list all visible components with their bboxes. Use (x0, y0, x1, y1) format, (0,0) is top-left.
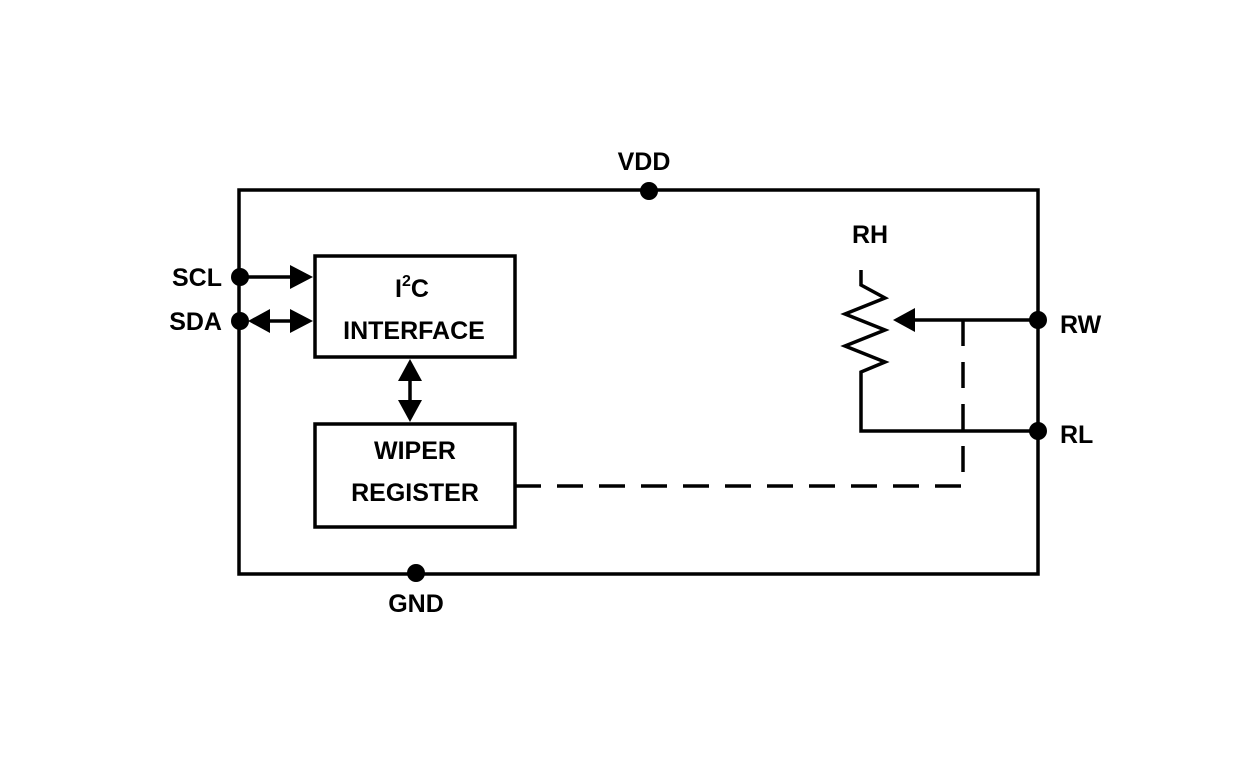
scl-label: SCL (172, 264, 222, 292)
chip-outline (237, 188, 1040, 576)
wiper-subtitle: REGISTER (351, 479, 479, 507)
wiper-arrowhead (893, 308, 915, 332)
vdd-label: VDD (618, 148, 671, 176)
sda-arrowhead-left (248, 309, 270, 333)
wiper-control-dashed-line (515, 320, 965, 488)
i2c-subtitle: INTERFACE (343, 317, 485, 345)
gnd-label: GND (388, 590, 444, 618)
i2c-title-suffix: C (411, 275, 429, 303)
gnd-pin-dot (407, 564, 425, 582)
vdd-pin-dot (640, 182, 658, 200)
wiper-register-block (313, 422, 517, 529)
rl-pin-dot (1029, 422, 1047, 440)
rw-pin-dot (1029, 311, 1047, 329)
sda-pin-dot (231, 312, 249, 330)
sda-label: SDA (169, 308, 222, 336)
rh-label: RH (852, 221, 888, 249)
i2c-title: I2C (395, 273, 429, 303)
rl-label: RL (1060, 421, 1093, 449)
i2c-title-prefix: I (395, 275, 402, 303)
sda-arrowhead-right (290, 309, 313, 333)
i2c-interface-block (313, 254, 517, 359)
bus-link-arrowhead-down (398, 400, 422, 422)
i2c-title-superscript: 2 (402, 273, 411, 290)
wiper-title: WIPER (374, 437, 456, 465)
potentiometer-resistor (840, 270, 1038, 433)
scl-arrowhead (290, 265, 313, 289)
bus-link-arrowhead-up (398, 359, 422, 381)
rw-label: RW (1060, 311, 1102, 339)
